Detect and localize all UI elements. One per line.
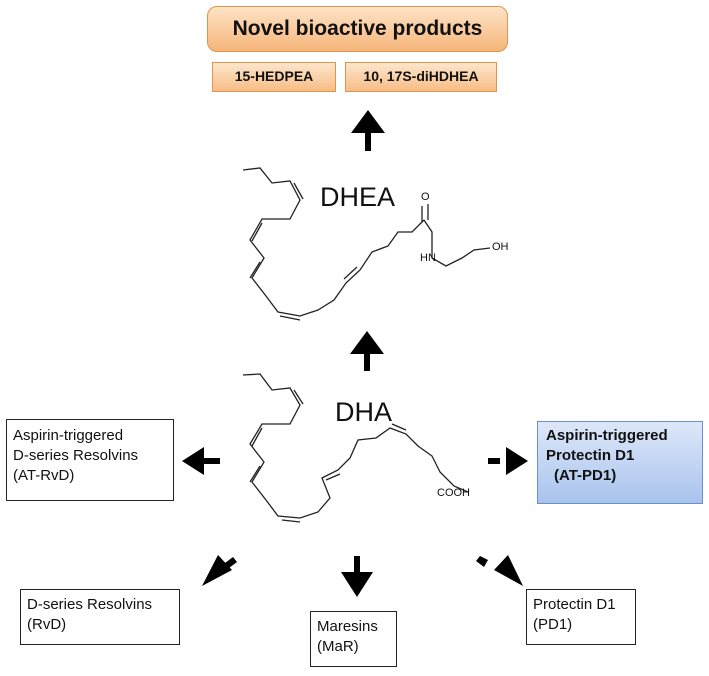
product-15-hedpea: 15-HEDPEA: [212, 62, 336, 92]
arrow-up-dhea: [350, 331, 384, 371]
at-pd1-box: Aspirin-triggered Protectin D1 (AT-PD1): [537, 421, 703, 504]
rvd-line-1: D-series Resolvins: [27, 596, 153, 613]
dhea-atom-o: O: [421, 191, 430, 203]
dhea-label: DHEA: [320, 182, 396, 212]
dhea-atom-oh: OH: [492, 241, 509, 253]
dhea-structure: [242, 167, 491, 321]
arrow-down-mar: [341, 556, 373, 597]
arrow-up-products: [351, 110, 385, 151]
novel-products-title: Novel bioactive products: [207, 6, 508, 52]
product-10-17s-dihdhea: 10, 17S-diHDHEA: [345, 62, 497, 92]
rvd-box: D-series Resolvins (RvD): [20, 589, 180, 645]
mar-box: Maresins (MaR): [310, 611, 397, 667]
at-rvd-line-1: Aspirin-triggered: [13, 427, 124, 444]
at-pd1-line-3: (AT-PD1): [554, 467, 617, 484]
arrow-down-right-pd1: [476, 555, 523, 586]
dha-structure: [242, 373, 469, 523]
at-rvd-box: Aspirin-triggered D-series Resolvins (AT…: [6, 419, 174, 501]
pd1-line-2: (PD1): [533, 616, 573, 633]
arrows: [182, 110, 528, 597]
arrow-down-left-rvd: [202, 555, 237, 586]
rvd-line-2: (RvD): [27, 616, 67, 633]
at-pd1-line-1: Aspirin-triggered: [546, 427, 668, 444]
at-rvd-line-3: (AT-RvD): [13, 467, 75, 484]
arrow-left-at-rvd: [182, 447, 220, 475]
at-pd1-line-2: Protectin D1: [546, 447, 635, 464]
dha-label: DHA: [335, 397, 393, 427]
mar-line-1: Maresins: [317, 618, 378, 635]
dhea-atom-hn: HN: [420, 252, 436, 264]
dha-atom-cooh: COOH: [437, 487, 470, 499]
arrow-right-at-pd1: [488, 447, 528, 475]
at-rvd-line-2: D-series Resolvins: [13, 447, 139, 464]
pd1-box: Protectin D1 (PD1): [526, 589, 636, 645]
mar-line-2: (MaR): [317, 638, 359, 655]
pd1-line-1: Protectin D1: [533, 596, 616, 613]
